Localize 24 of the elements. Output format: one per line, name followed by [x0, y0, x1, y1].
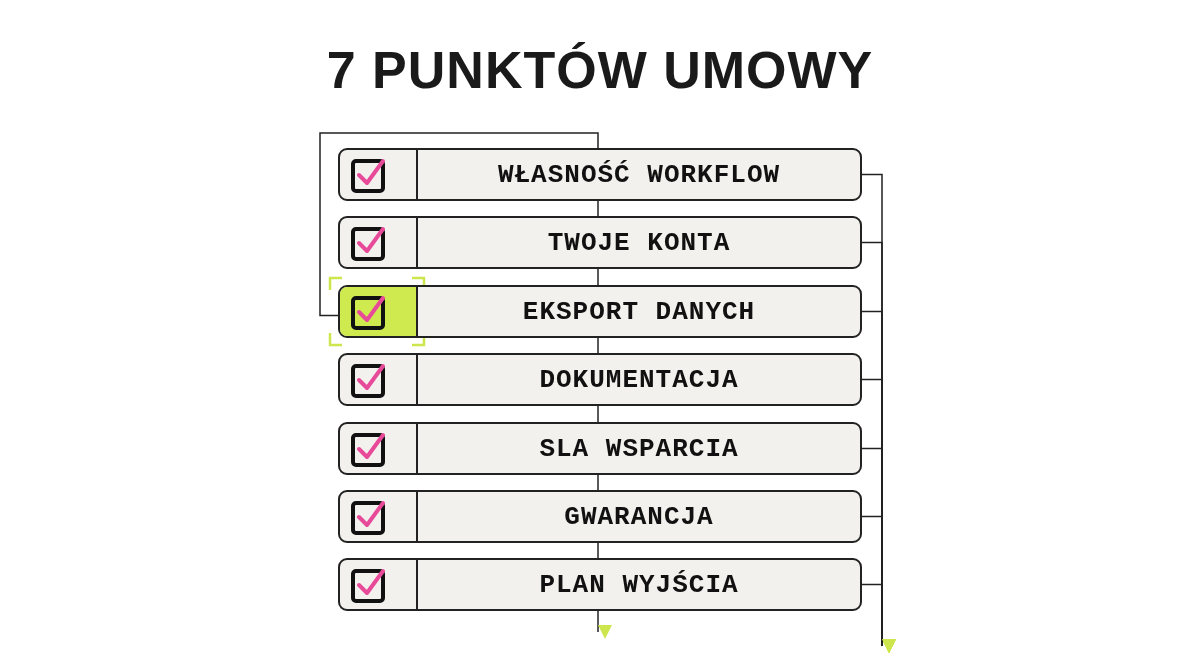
connector-line: [597, 337, 599, 354]
list-item-box: [338, 216, 862, 269]
arrow: [861, 583, 896, 653]
item-label: DOKUMENTACJA: [539, 364, 739, 395]
connector-line: [597, 268, 599, 286]
connector-line: [597, 474, 599, 491]
arrow: [597, 610, 612, 639]
connector-line: [597, 200, 599, 217]
list-item-box: [338, 422, 862, 475]
item-label: TWOJE KONTA: [547, 227, 731, 258]
list-item-box: [338, 148, 862, 201]
list-item-box: [338, 490, 862, 543]
item-label: GWARANCJA: [564, 501, 714, 532]
connector-line: [597, 405, 599, 423]
item-label: SLA WSPARCIA: [539, 433, 739, 464]
list-item-box: [338, 285, 862, 338]
list-item-box: [338, 558, 862, 611]
connector-line: [319, 132, 599, 317]
title: 7 PUNKTÓW UMOWY: [325, 40, 875, 100]
connector-line: [597, 542, 599, 559]
item-label: WŁASNOŚĆ WORKFLOW: [497, 159, 781, 190]
item-label: EKSPORT DANYCH: [522, 296, 756, 327]
item-label: PLAN WYJŚCIA: [539, 569, 739, 600]
list-item-box: [338, 353, 862, 406]
